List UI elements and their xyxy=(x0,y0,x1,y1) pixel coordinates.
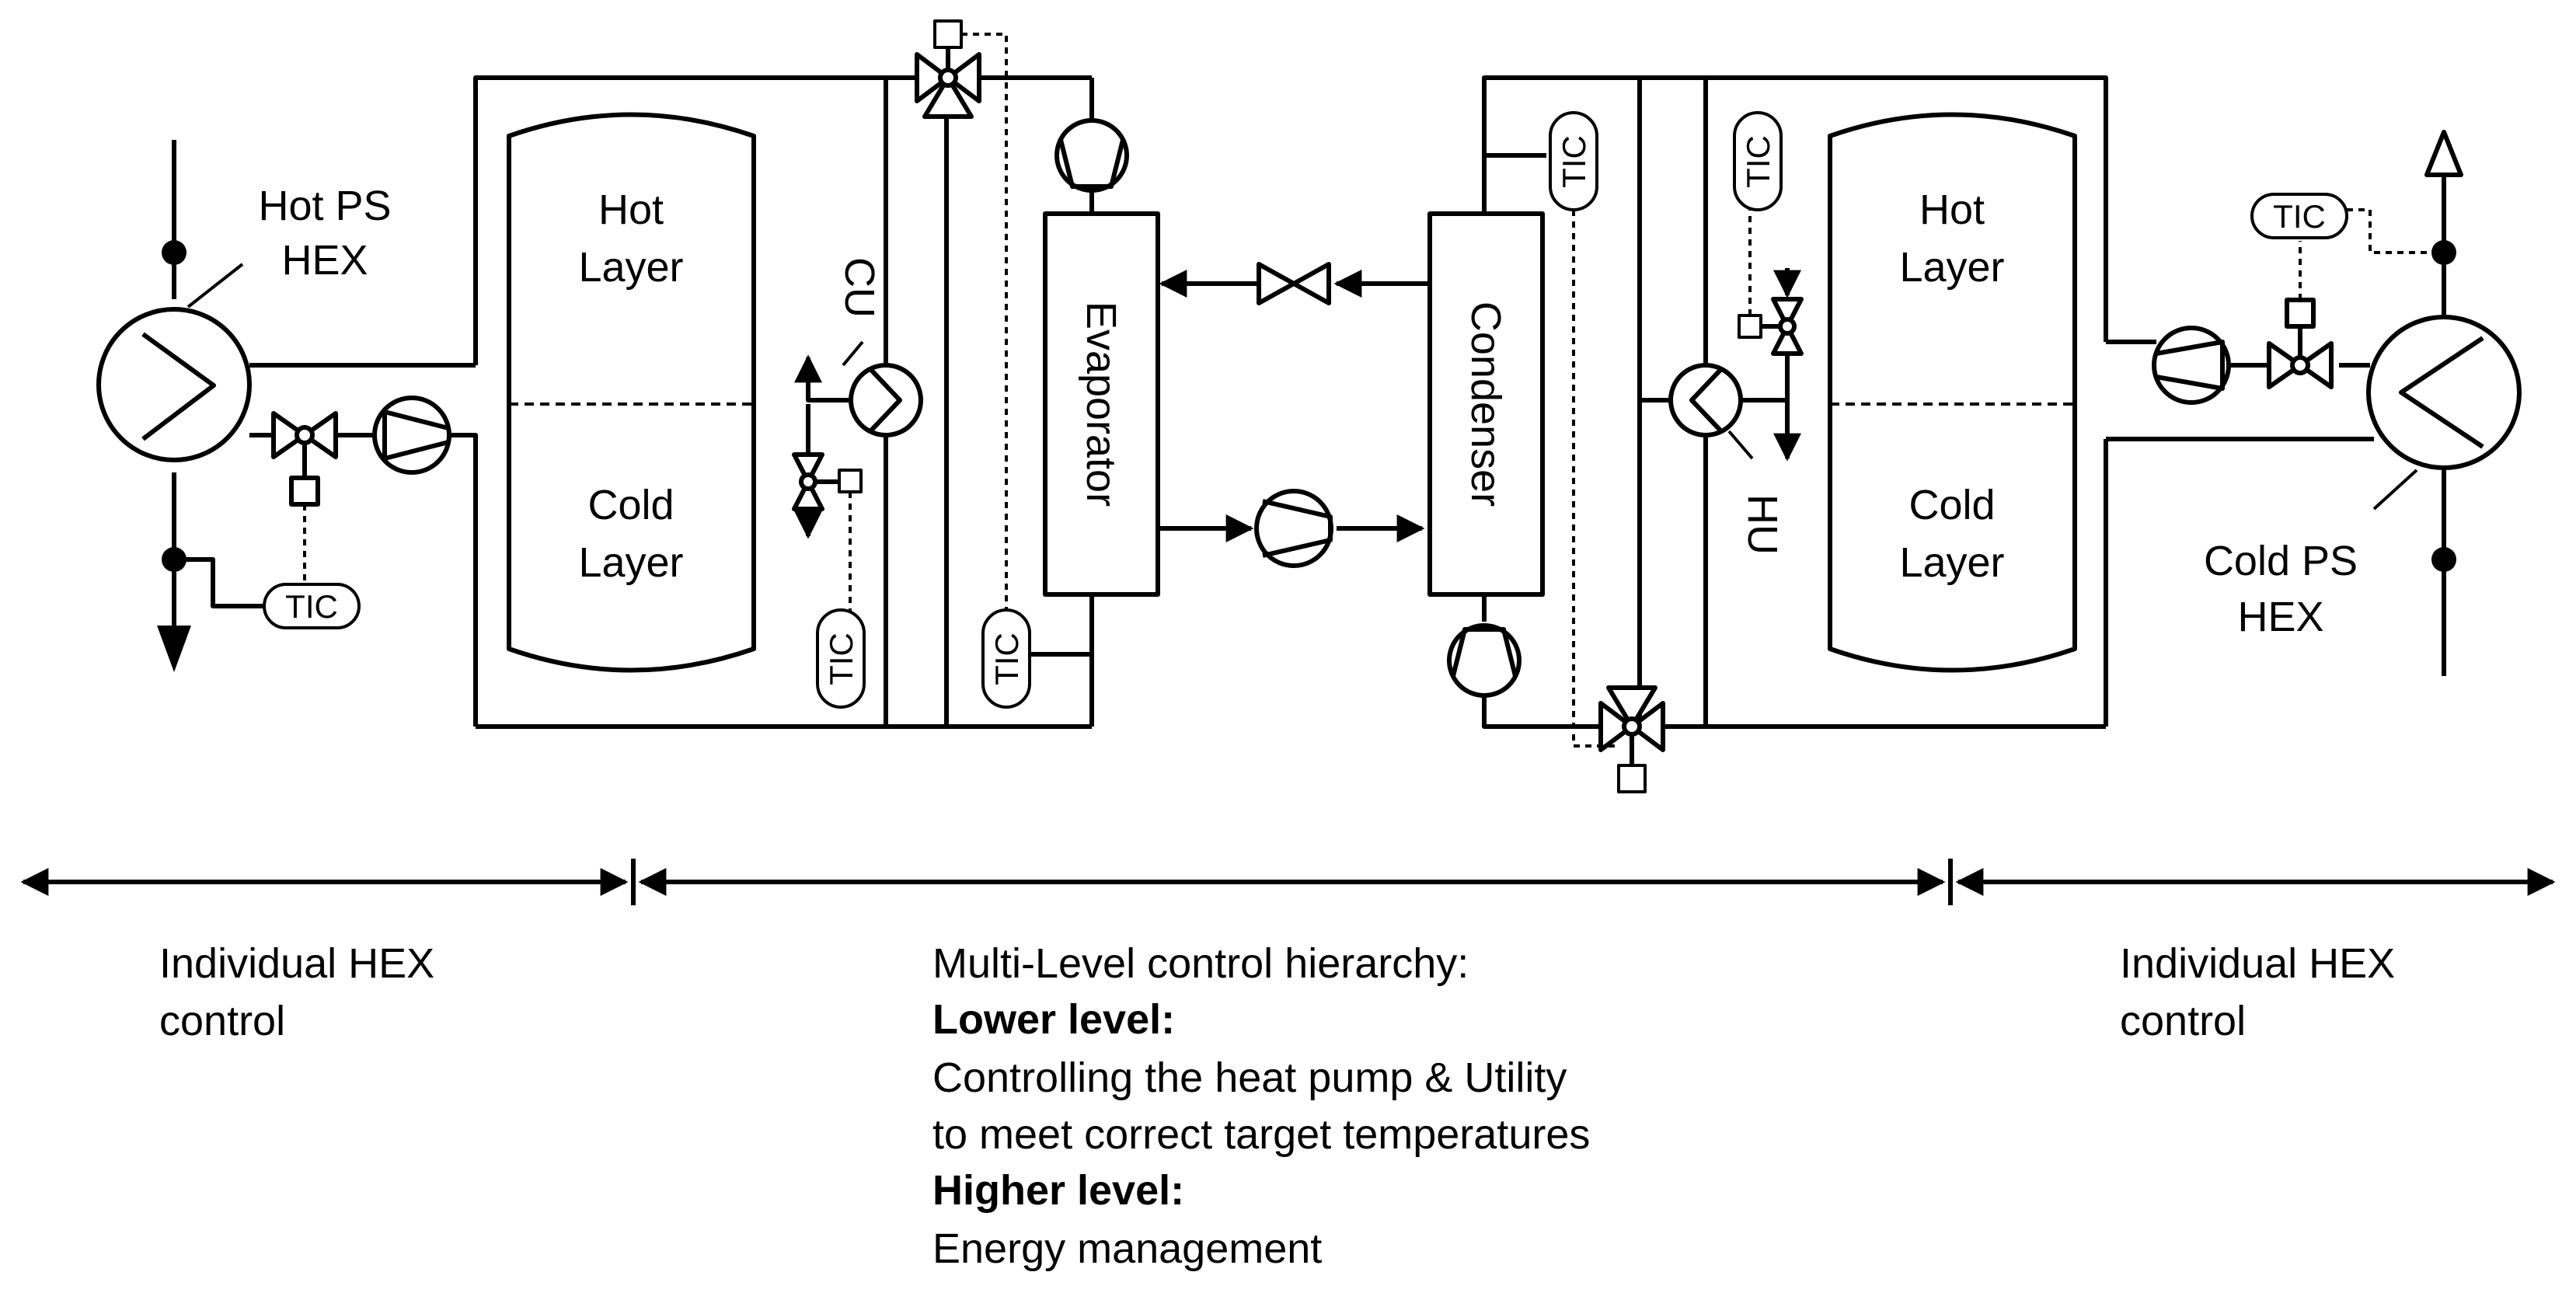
cu-label: CU xyxy=(836,257,883,318)
zone-arrows xyxy=(20,859,2556,905)
tic-hot-hex-box xyxy=(263,583,361,629)
condenser-box xyxy=(1427,211,1545,597)
cooling-utility-hex xyxy=(794,340,923,437)
tic-cu-label: TIC xyxy=(823,633,859,685)
evaporator-box xyxy=(1043,190,1160,597)
hu-label: HU xyxy=(1739,494,1786,555)
right-tank-hot-1: Hot xyxy=(1919,186,1985,233)
middle-zone-line-1: Multi-Level control hierarchy: xyxy=(932,940,1469,987)
cold-hex-loop-piping xyxy=(2106,340,2374,441)
left-zone-line-1: Individual HEX xyxy=(159,940,434,987)
hot-ps-hex xyxy=(96,263,252,462)
tic-hot-hex-label: TIC xyxy=(285,588,338,625)
cold-hex-pump xyxy=(2152,326,2231,405)
right-storage-tank xyxy=(1828,112,2077,673)
tic-hu-label: TIC xyxy=(1740,135,1776,188)
hot-ps-hex-label-1: Hot PS xyxy=(258,183,391,229)
hot-hex-control-valve xyxy=(271,411,338,591)
middle-zone-line-4: to meet correct target temperatures xyxy=(932,1111,1590,1158)
hu-control-valve xyxy=(1738,210,1804,400)
condenser-label: Condenser xyxy=(1462,301,1509,507)
right-tank-cold-1: Cold xyxy=(1908,482,1995,528)
tic-cond-box xyxy=(1549,111,1620,748)
evaporator-pump xyxy=(1054,118,1129,193)
left-storage-tank xyxy=(507,112,756,673)
hot-hex-loop-piping xyxy=(249,363,478,727)
middle-zone-line-2: Lower level: xyxy=(932,996,1175,1043)
right-zone-line-2: control xyxy=(2120,998,2246,1044)
evaporator-three-way-valve xyxy=(915,19,1008,610)
tic-cu-box xyxy=(816,608,866,709)
middle-zone-line-6: Energy management xyxy=(932,1225,1322,1272)
left-tank-hot-2: Layer xyxy=(578,244,683,291)
cu-control-valve xyxy=(792,404,863,614)
right-zone-line-1: Individual HEX xyxy=(2120,940,2395,987)
cold-ps-hex-label-1: Cold PS xyxy=(2204,538,2358,584)
tic-evap-label: TIC xyxy=(988,633,1025,685)
expansion-valve xyxy=(1257,262,1331,305)
left-tank-cold-2: Layer xyxy=(578,539,683,586)
left-tank-hot-1: Hot xyxy=(598,186,664,233)
cold-ps-hex-label-2: HEX xyxy=(2237,594,2323,640)
right-tank-hot-2: Layer xyxy=(1899,244,2004,291)
evaporator-label: Evaporator xyxy=(1078,301,1124,507)
heating-utility-hex xyxy=(1640,363,1801,462)
hot-ps-hex-label-2: HEX xyxy=(281,237,368,284)
tic-evap-box xyxy=(981,608,1092,709)
condenser-pump xyxy=(1447,623,1522,698)
right-tank-cold-2: Layer xyxy=(1899,539,2004,586)
left-zone-line-2: control xyxy=(159,998,285,1044)
tic-hu-box xyxy=(1733,111,1783,211)
compressor xyxy=(1254,489,1333,568)
hot-hex-pump xyxy=(372,396,451,475)
middle-zone-line-3: Controlling the heat pump & Utility xyxy=(932,1054,1567,1101)
tic-cold-hex-label: TIC xyxy=(2273,198,2326,235)
refrigerant-loop xyxy=(1158,270,1430,542)
cold-hex-control-valve xyxy=(2267,241,2334,389)
hot-ps-stream xyxy=(157,140,264,672)
condenser-three-way-valve xyxy=(1598,685,1665,793)
cold-ps-hex xyxy=(2366,315,2522,511)
tic-cond-label: TIC xyxy=(1556,135,1592,188)
middle-zone-line-5: Higher level: xyxy=(932,1167,1184,1214)
tic-cold-hex-box xyxy=(2250,193,2444,254)
left-tank-cold-1: Cold xyxy=(587,482,674,528)
cold-ps-stream xyxy=(2424,130,2463,676)
